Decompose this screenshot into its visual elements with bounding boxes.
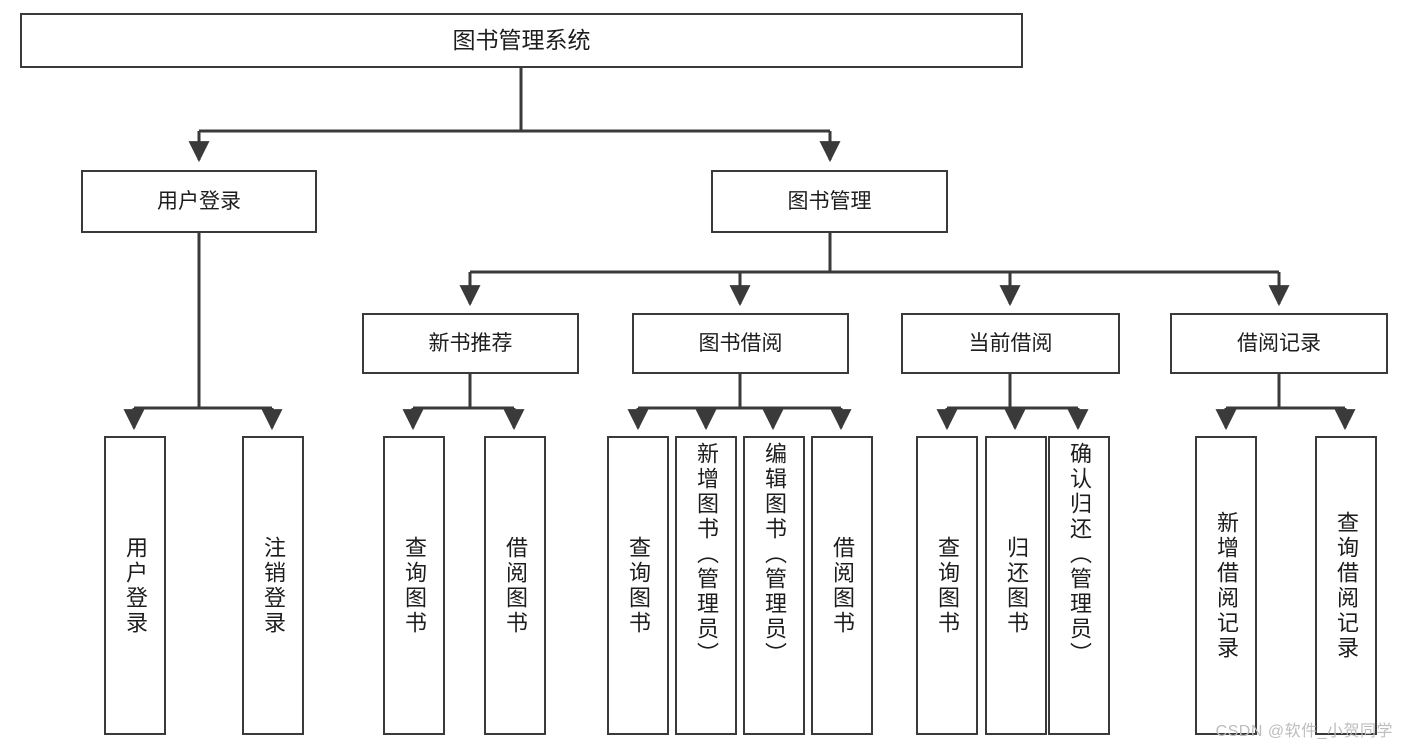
node-label: 借阅记录 (1237, 331, 1321, 355)
node-root-system: 图书管理系统 (20, 13, 1023, 68)
node-label: 图书管理 (787, 189, 872, 213)
node-label: 查询图书 (935, 535, 960, 636)
leaf-logout: 注销登录 (242, 436, 304, 735)
node-new-book-recommendation: 新书推荐 (362, 313, 579, 374)
leaf-user-login: 用户登录 (104, 436, 166, 735)
node-label: 查询借阅记录 (1334, 510, 1359, 661)
node-label: 用户登录 (123, 535, 148, 636)
leaf-return-book: 归还图书 (985, 436, 1047, 735)
leaf-add-book-admin: 新增图书（管理员） (675, 436, 737, 735)
csdn-watermark: CSDN @软件_小贺同学 (1215, 723, 1393, 740)
node-label: 新书推荐 (428, 331, 513, 355)
node-label: 图书借阅 (698, 331, 783, 355)
leaf-add-borrow-record: 新增借阅记录 (1195, 436, 1257, 735)
node-label: 查询图书 (402, 535, 427, 636)
node-label: 注销登录 (261, 535, 286, 636)
node-book-borrowing: 图书借阅 (632, 313, 849, 374)
leaf-edit-book-admin: 编辑图书（管理员） (743, 436, 805, 735)
node-label: 用户登录 (157, 189, 241, 213)
leaf-borrow-book-new: 借阅图书 (484, 436, 546, 735)
leaf-query-book-new: 查询图书 (383, 436, 445, 735)
node-book-management: 图书管理 (711, 170, 948, 233)
node-label: 当前借阅 (968, 331, 1053, 355)
leaf-query-book-borrow: 查询图书 (607, 436, 669, 735)
leaf-borrow-book: 借阅图书 (811, 436, 873, 735)
node-user-login: 用户登录 (81, 170, 317, 233)
leaf-confirm-return-admin: 确认归还（管理员） (1048, 436, 1110, 735)
node-label: 新增借阅记录 (1214, 510, 1239, 661)
node-label: 新增图书（管理员） (694, 442, 719, 667)
leaf-query-borrow-record: 查询借阅记录 (1315, 436, 1377, 735)
node-label: 查询图书 (626, 535, 651, 636)
node-label: 借阅图书 (830, 535, 855, 636)
node-label: 图书管理系统 (452, 26, 591, 53)
node-borrow-record: 借阅记录 (1170, 313, 1388, 374)
node-label: 编辑图书（管理员） (762, 442, 787, 667)
node-label: 借阅图书 (503, 535, 528, 636)
node-current-borrowing: 当前借阅 (901, 313, 1120, 374)
node-label: 归还图书 (1004, 535, 1029, 636)
leaf-query-book-current: 查询图书 (916, 436, 978, 735)
node-label: 确认归还（管理员） (1067, 442, 1092, 667)
